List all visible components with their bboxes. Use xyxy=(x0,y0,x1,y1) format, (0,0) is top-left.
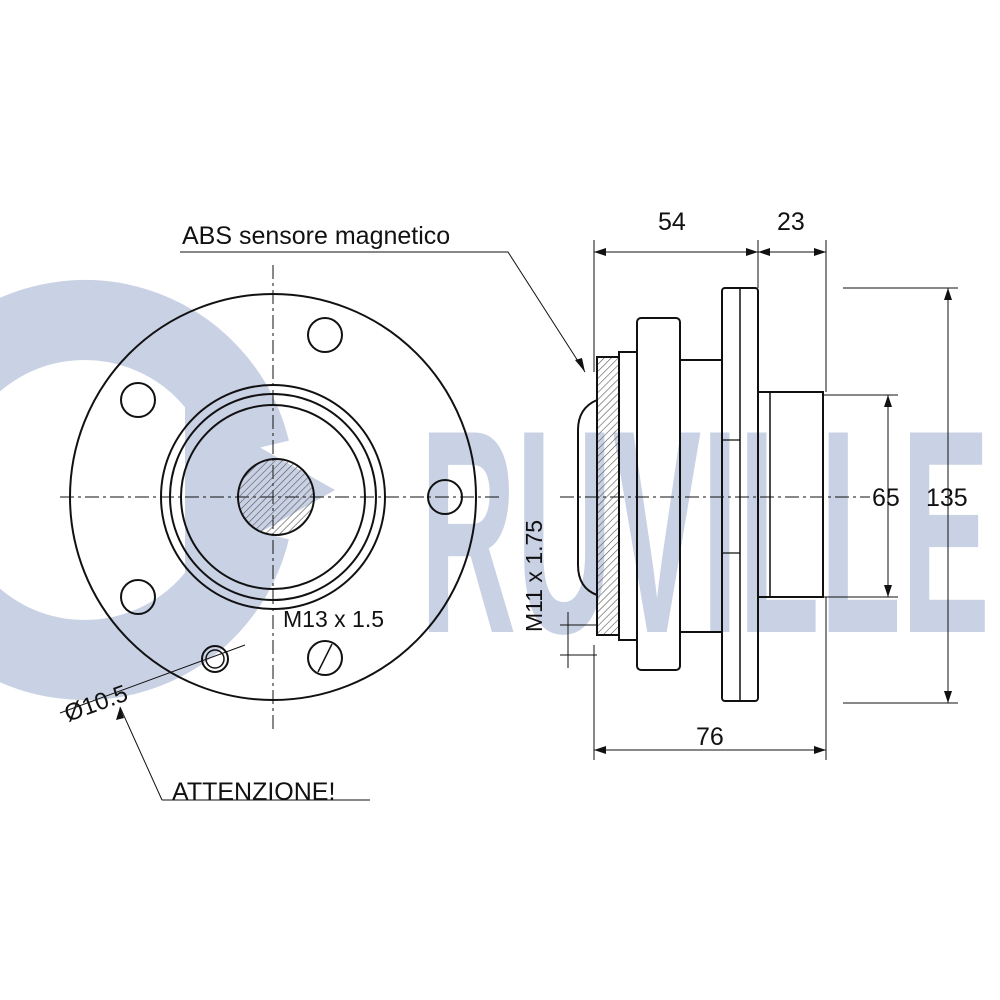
hub-front-view xyxy=(60,265,500,730)
dim-arrows-top xyxy=(594,248,826,256)
bolt-hole-slash xyxy=(317,643,333,673)
abs-magnetic-ring xyxy=(596,356,620,636)
stud-thread-label: M11 x 1.75 xyxy=(521,520,547,632)
dim-label-54: 54 xyxy=(658,208,686,236)
bearing-seal xyxy=(618,351,638,641)
ruville-watermark: RUVILLE xyxy=(0,280,990,700)
dim-label-76: 76 xyxy=(696,723,724,751)
attention-leader xyxy=(119,706,163,801)
bolt-hole-bottom xyxy=(307,640,343,676)
bolt-hole-right xyxy=(427,479,463,515)
bearing-bore xyxy=(180,404,366,590)
dim-label-135: 135 xyxy=(926,484,968,512)
bolt-hole-upper-left xyxy=(120,382,156,418)
abs-leader xyxy=(180,251,586,373)
bolt-hole-top xyxy=(307,317,343,353)
attention-label: ATTENZIONE! xyxy=(172,778,335,806)
hub-side-view xyxy=(577,287,824,702)
abs-arrow xyxy=(575,358,585,372)
watermark-text: RUVILLE xyxy=(420,370,990,694)
bolt-hole-lower-left xyxy=(120,579,156,615)
dim-label-65: 65 xyxy=(872,484,900,512)
attention-arrow xyxy=(116,707,124,720)
flange-outer-circle xyxy=(69,293,477,701)
hole-dim-leader xyxy=(59,644,246,714)
bearing-ring-outer xyxy=(160,384,386,610)
hub-center-bolt xyxy=(237,458,315,536)
bearing-ring-inner xyxy=(169,393,377,601)
dim-label-23: 23 xyxy=(777,208,805,236)
leaders-front xyxy=(59,251,586,801)
abs-sensor-label: ABS sensore magnetico xyxy=(182,222,450,250)
locating-hole xyxy=(201,645,229,673)
bolt-thread-label: M13 x 1.5 xyxy=(283,606,384,632)
dimension-lines xyxy=(560,240,958,760)
hub-spigot xyxy=(757,391,824,598)
